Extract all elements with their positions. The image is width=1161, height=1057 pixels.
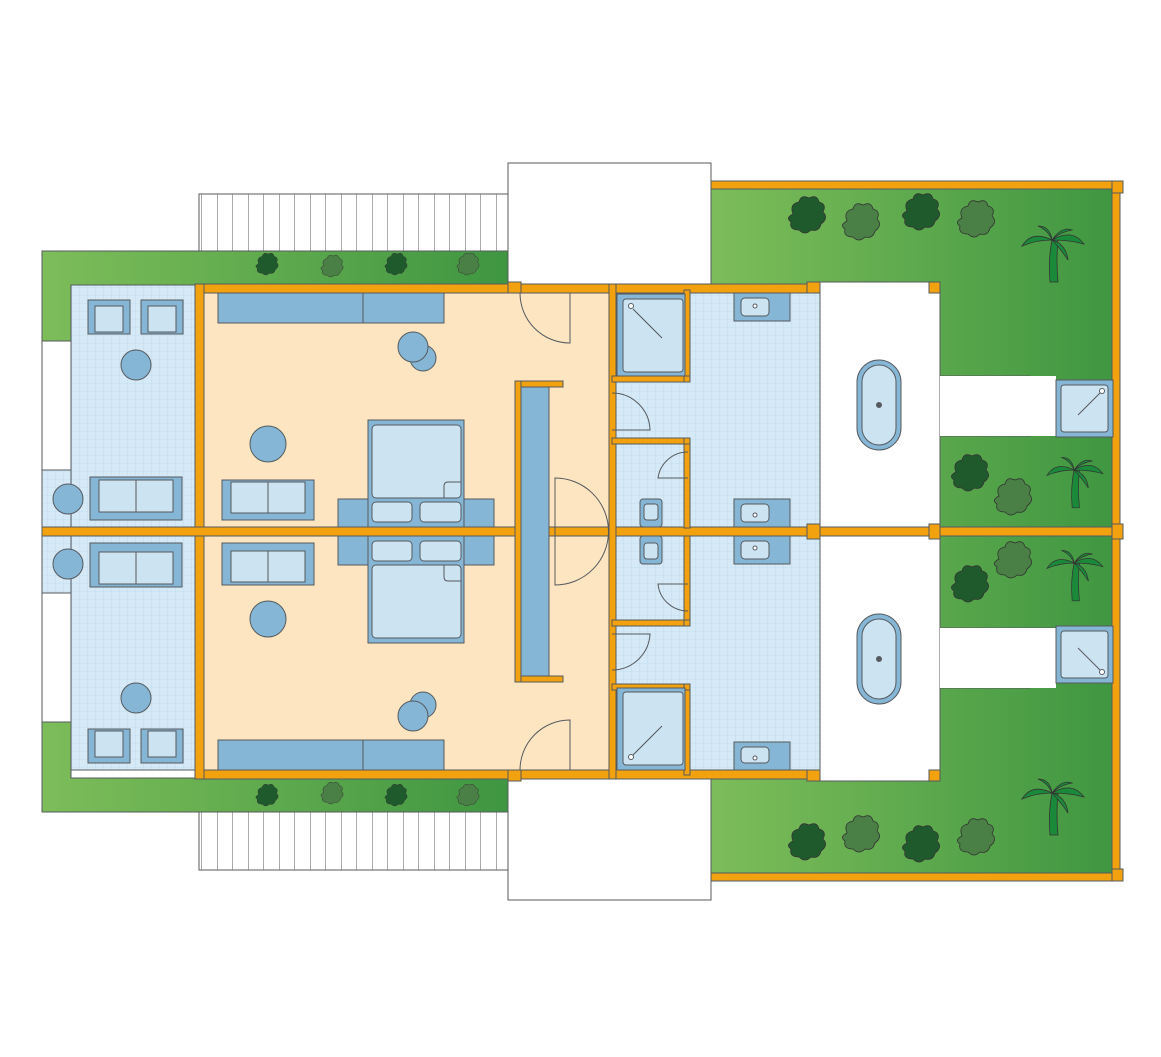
- door-swings: [519, 292, 689, 771]
- wardrobe: [217, 739, 445, 771]
- sinks: [639, 292, 791, 771]
- bed-top: [337, 419, 495, 528]
- round-tables: [52, 331, 437, 732]
- stairs-bottom: [198, 811, 509, 871]
- steps-left-top: [41, 340, 72, 471]
- headboard-partition: [520, 386, 550, 677]
- bed-bottom: [337, 535, 495, 644]
- bath-nook: [940, 376, 1056, 436]
- stairs-top: [198, 193, 509, 252]
- steps-left-bottom: [41, 592, 72, 723]
- wardrobe: [217, 292, 445, 324]
- bath-nook: [940, 628, 1056, 688]
- walls: [41, 180, 1124, 882]
- entry-bottom: [507, 777, 712, 901]
- showers: [616, 293, 1114, 771]
- sofas: [87, 299, 315, 764]
- bathtubs: [856, 359, 902, 705]
- entry-top: [507, 162, 712, 286]
